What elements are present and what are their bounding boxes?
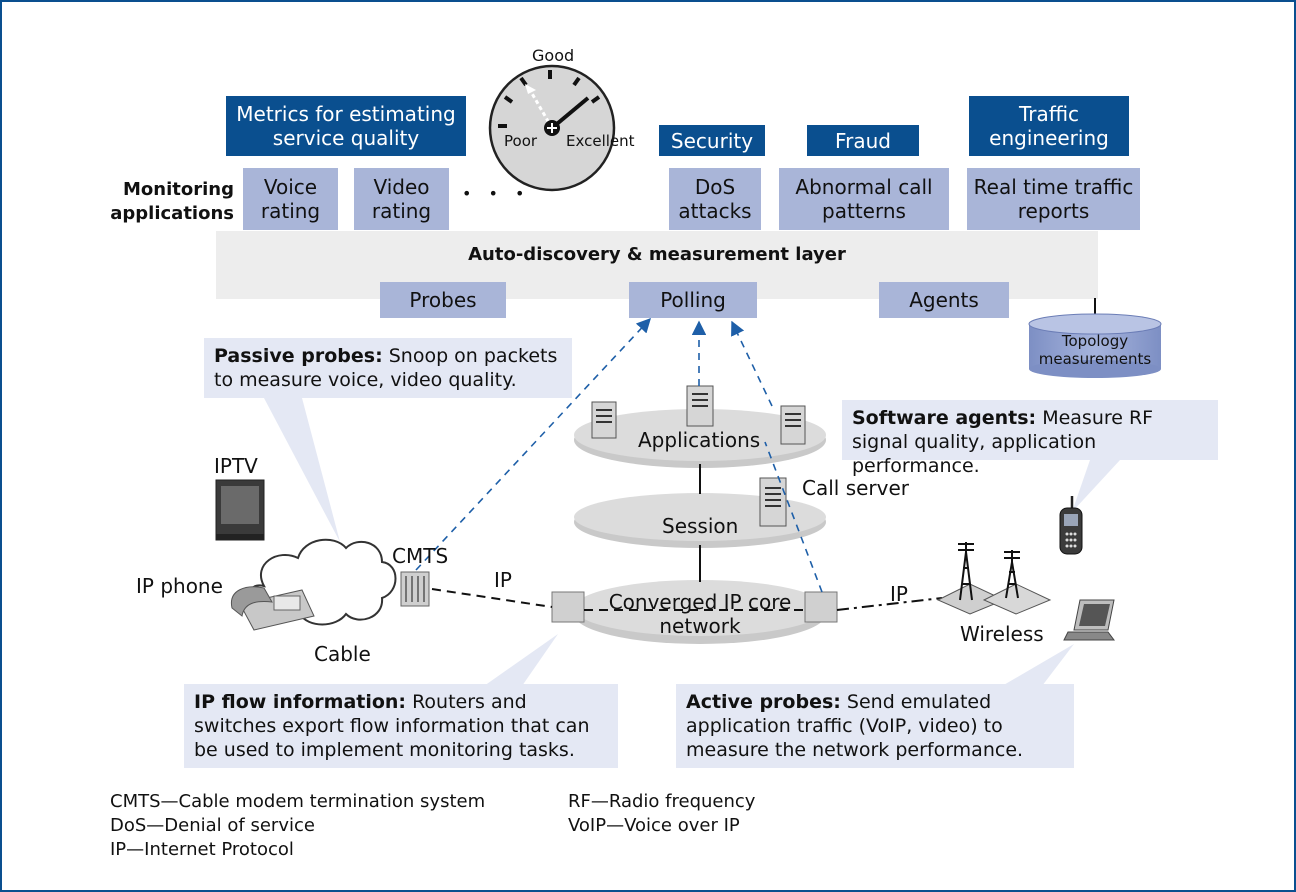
- mobile-phone-icon: [1059, 496, 1083, 555]
- ip-flow-title: IP flow information:: [194, 691, 407, 713]
- voice-rating-box: Voice rating: [243, 168, 338, 230]
- call-server-label: Call server: [802, 476, 910, 500]
- abnormal-call-patterns-box: Abnormal call patterns: [779, 168, 949, 230]
- active-probes-text: Send emulated application traffic (VoIP,…: [686, 691, 1024, 761]
- software-agents-callout: Software agents: Measure RF signal quali…: [842, 400, 1218, 477]
- session-label: Session: [662, 514, 739, 538]
- ip-phone-icon: [230, 586, 315, 631]
- video-rating-box: Video rating: [354, 168, 449, 230]
- polling-box: Polling: [629, 282, 757, 318]
- agents-box: Agents: [879, 282, 1009, 318]
- ip-flow-pointer: [484, 634, 558, 686]
- monitoring-applications-label: Monitoring applications: [110, 179, 234, 224]
- passive-probes-text: Snoop on packets to measure voice, video…: [214, 345, 558, 391]
- passive-probes-title: Passive probes:: [214, 345, 383, 367]
- active-probes-pointer: [1002, 644, 1074, 686]
- ip-phone-label: IP phone: [136, 574, 223, 598]
- legend-ip: IP—Internet Protocol: [110, 839, 294, 860]
- cable-label: Cable: [314, 642, 371, 666]
- metrics-header: Metrics for estimating service quality: [226, 96, 466, 156]
- topology-database-icon: [1028, 298, 1162, 378]
- laptop-icon: [1063, 599, 1115, 641]
- legend-dos: DoS—Denial of service: [110, 815, 315, 836]
- software-agents-title: Software agents:: [852, 407, 1037, 429]
- gauge-poor-label: Poor: [504, 132, 538, 150]
- router-left-icon: [551, 591, 585, 623]
- ip-left-label: IP: [494, 568, 512, 592]
- topology-measurements-label: Topology measurements: [1038, 332, 1152, 368]
- legend-left: CMTS—Cable modem termination system DoS—…: [110, 790, 485, 862]
- applications-label: Applications: [638, 428, 761, 452]
- iptv-icon: [215, 479, 265, 541]
- measurement-layer-title: Auto-discovery & measurement layer: [468, 244, 846, 265]
- dos-attacks-box: DoS attacks: [669, 168, 761, 230]
- router-right-icon: [804, 591, 838, 623]
- cmts-device-icon: [400, 571, 430, 607]
- ip-flow-callout: IP flow information: Routers and switche…: [184, 684, 618, 768]
- cmts-label: CMTS: [392, 544, 449, 568]
- more-apps-ellipsis: • • •: [462, 184, 531, 203]
- iptv-label: IPTV: [214, 454, 258, 478]
- passive-probes-pointer: [264, 398, 340, 542]
- traffic-engineering-header: Traffic engineering: [969, 96, 1129, 156]
- fraud-header: Fraud: [807, 125, 919, 156]
- software-agents-text: Measure RF signal quality, application p…: [852, 407, 1154, 477]
- wireless-label: Wireless: [960, 622, 1044, 646]
- gauge-good-label: Good: [532, 46, 575, 65]
- active-probes-callout: Active probes: Send emulated application…: [676, 684, 1074, 768]
- passive-probes-callout: Passive probes: Snoop on packets to meas…: [204, 338, 572, 398]
- legend-rf: RF—Radio frequency: [568, 791, 756, 812]
- ip-flow-text: Routers and switches export flow informa…: [194, 691, 590, 761]
- legend-voip: VoIP—Voice over IP: [568, 815, 740, 836]
- security-header: Security: [659, 125, 765, 156]
- software-agents-pointer: [1072, 460, 1120, 512]
- wireless-towers-icon: [936, 542, 1052, 615]
- legend-right: RF—Radio frequency VoIP—Voice over IP: [568, 790, 755, 838]
- active-probes-title: Active probes:: [686, 691, 841, 713]
- core-network-label: Converged IP core network: [608, 590, 792, 638]
- legend-cmts: CMTS—Cable modem termination system: [110, 791, 486, 812]
- real-time-traffic-reports-box: Real time traffic reports: [967, 168, 1140, 230]
- ip-right-label: IP: [890, 582, 908, 606]
- probes-box: Probes: [380, 282, 506, 318]
- gauge-icon: [488, 64, 616, 192]
- gauge-excellent-label: Excellent: [566, 132, 635, 150]
